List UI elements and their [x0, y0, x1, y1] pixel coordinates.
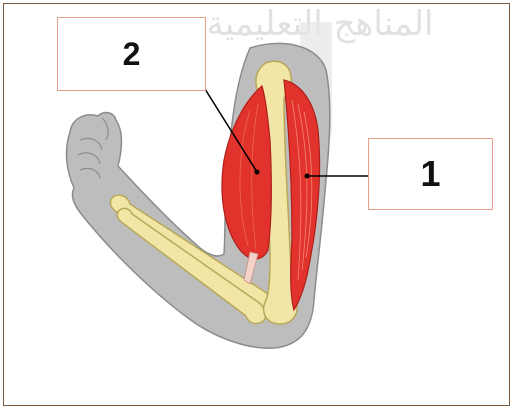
label-2-text: 2 [123, 36, 141, 73]
leader-dot-1 [305, 174, 310, 179]
leader-dot-2 [255, 170, 260, 175]
label-box-2: 2 [57, 17, 206, 91]
label-1-text: 1 [420, 153, 440, 195]
label-box-1: 1 [368, 138, 493, 210]
